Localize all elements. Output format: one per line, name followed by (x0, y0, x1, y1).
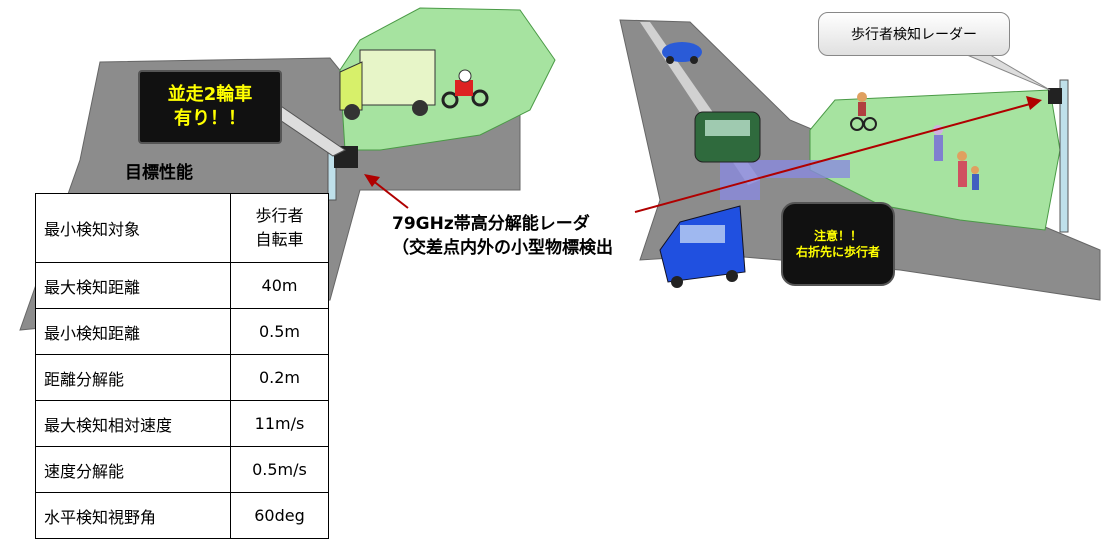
pedestrian-radar-callout: 歩行者検知レーダー (818, 12, 1010, 56)
row-value: 0.5m (230, 308, 329, 355)
radar-label: 79GHz帯高分解能レーダ （交差点内外の小型物標検出 (392, 212, 613, 260)
table-row: 最大検知相対速度 11m/s (35, 400, 329, 447)
sign-left-line2: 有り！！ (174, 108, 246, 129)
table-row: 最小検知対象 歩行者 自転車 (35, 193, 329, 263)
sign-right-line1: 注意！！ (813, 229, 862, 243)
row-value: 60deg (230, 492, 329, 539)
right-sensor-pole (1059, 79, 1069, 233)
warning-sign-two-wheeler: 並走2輪車 有り！！ (138, 70, 282, 144)
row-value: 40m (230, 262, 329, 309)
warning-sign-pedestrian: 注意！！ 右折先に歩行者 (781, 202, 895, 286)
motorbike-icon (441, 69, 489, 109)
blue-car-large-icon (659, 205, 746, 288)
row-name: 最大検知距離 (35, 262, 231, 309)
radar-label-line1: 79GHz帯高分解能レーダ (392, 214, 590, 234)
radar-arrowhead-left (364, 174, 380, 187)
table-title: 目標性能 (125, 163, 193, 183)
table-row: 水平検知視野角 60deg (35, 492, 329, 539)
performance-table: 最小検知対象 歩行者 自転車 最大検知距離 40m 最小検知距離 0.5m 距離… (35, 193, 329, 539)
radar-arrowhead-right (1026, 96, 1042, 110)
blue-car-small-icon (662, 42, 702, 64)
table-row: 速度分解能 0.5m/s (35, 446, 329, 493)
row-value-line: 歩行者 (255, 206, 304, 225)
row-name: 最小検知距離 (35, 308, 231, 355)
right-sensor-box (1048, 88, 1062, 104)
left-grass-zone (339, 7, 556, 151)
table-row: 最小検知距離 0.5m (35, 308, 329, 355)
row-value: 0.5m/s (230, 446, 329, 493)
green-car-icon (694, 111, 761, 163)
turn-path (720, 160, 850, 200)
sign-right-line2: 右折先に歩行者 (795, 245, 880, 259)
table-row: 最大検知距離 40m (35, 262, 329, 309)
callout-pointer (959, 51, 1051, 91)
row-name: 最小検知対象 (35, 193, 231, 263)
row-name: 最大検知相対速度 (35, 400, 231, 447)
radar-arrow-right (634, 103, 1031, 213)
row-value: 0.2m (230, 354, 329, 401)
table-row: 距離分解能 0.2m (35, 354, 329, 401)
row-name: 距離分解能 (35, 354, 231, 401)
row-value: 11m/s (230, 400, 329, 447)
row-value-line: 自転車 (255, 230, 304, 249)
cyclist-icon (850, 92, 877, 131)
radar-arrow-left (371, 179, 409, 209)
row-name: 速度分解能 (35, 446, 231, 493)
truck-icon (339, 49, 436, 120)
sign-left-line1: 並走2輪車 (167, 84, 253, 105)
radar-label-line2: （交差点内外の小型物標検出 (392, 238, 613, 258)
callout-text: 歩行者検知レーダー (851, 27, 977, 43)
row-value: 歩行者 自転車 (230, 193, 329, 263)
row-name: 水平検知視野角 (35, 492, 231, 539)
